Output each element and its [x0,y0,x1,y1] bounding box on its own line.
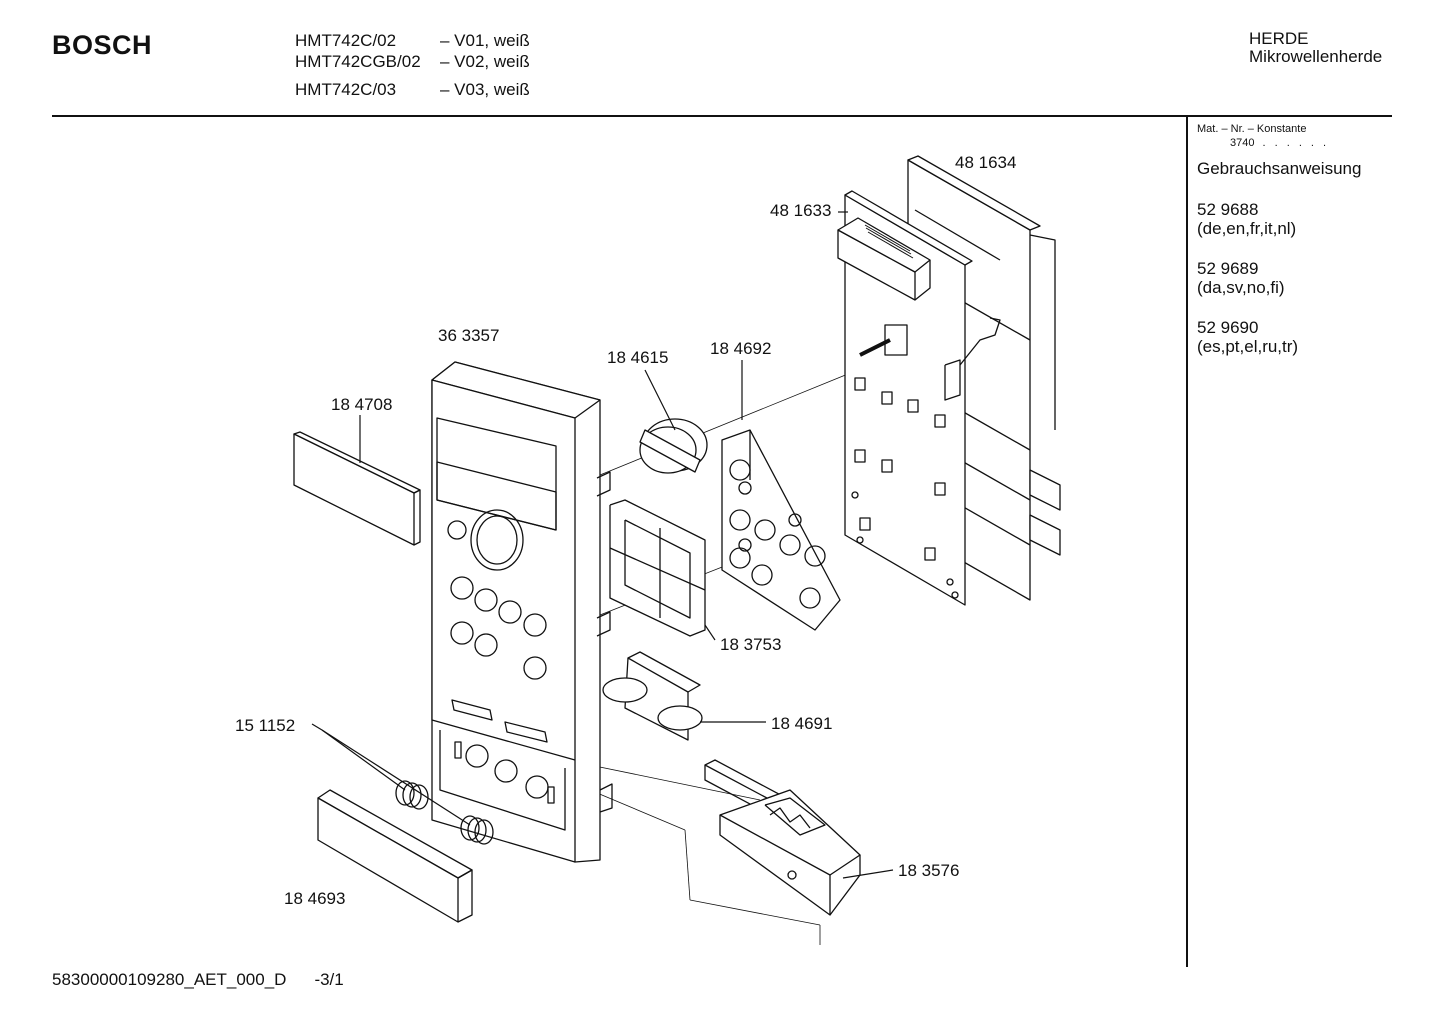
part-label: 18 4708 [331,395,392,414]
document-languages: (de,en,fr,it,nl) [1197,219,1297,238]
part-label: 18 4693 [284,889,345,908]
model-variant: – V03, weiß [440,80,530,99]
sidebar: Mat. – Nr. – Konstante 3740 . . . . . . G… [1197,123,1361,356]
page-number: -3/1 [314,970,344,989]
model-variant: – V02, weiß [440,52,530,71]
part-label: 18 4615 [607,348,668,367]
model-code: HMT742CGB/02 [295,52,421,71]
part-label: 18 4691 [771,714,832,733]
model-list: HMT742C/02 – V01, weiß HMT742CGB/02 – V0… [295,30,530,100]
mat-number-value: 3740 [1230,137,1255,149]
model-variant: – V01, weiß [440,31,530,50]
part-label: 18 4692 [710,339,771,358]
model-row: HMT742CGB/02 – V02, weiß [295,51,530,72]
document-id: 58300000109280_AET_000_D [52,970,287,989]
panel-buttons [447,520,547,680]
part-184693-button-cover [317,789,473,923]
category-subtitle: Mikrowellenherde [1249,47,1383,66]
model-code: HMT742C/03 [295,80,397,99]
part-label: 36 3357 [438,326,499,345]
model-row: HMT742C/03 – V03, weiß [295,79,530,100]
part-184708-window [293,431,421,546]
part-label: 48 1633 [770,201,831,220]
document-languages: (es,pt,el,ru,tr) [1197,337,1299,356]
manual-document: 52 9689 (da,sv,no,fi) [1197,259,1361,297]
document-number: 52 9689 [1197,259,1259,278]
brand-logo: BOSCH [52,30,153,60]
leader-lines [311,211,894,879]
manual-document: 52 9688 (de,en,fr,it,nl) [1197,200,1361,238]
part-184615-knob [639,418,708,474]
footer: 58300000109280_AET_000_D -3/1 [52,970,344,990]
document-languages: (da,sv,no,fi) [1197,278,1285,297]
manual-document: 52 9690 (es,pt,el,ru,tr) [1197,318,1361,356]
part-label: 18 3576 [898,861,959,880]
part-184692-keypad-carrier [721,429,841,631]
part-label: 15 1152 [235,716,295,735]
part-label: 48 1634 [955,153,1016,172]
header-divider [52,115,1392,117]
part-151152-springs [395,780,494,845]
manual-title: Gebrauchsanweisung [1197,159,1362,178]
sidebar-divider [1186,117,1188,967]
pcb-switches [854,377,946,561]
part-363357-front-panel [431,361,613,863]
part-label: 18 3753 [720,635,781,654]
mat-number: 3740 . . . . . . [1230,136,1361,150]
model-code: HMT742C/02 [295,31,397,50]
part-481633-pcb [837,190,1001,606]
mat-number-label: Mat. – Nr. – Konstante [1197,123,1307,135]
part-183576-lever [704,759,861,916]
part-183753-frame [609,499,706,637]
product-category: HERDE Mikrowellenherde [1249,30,1382,66]
category-title: HERDE [1249,29,1309,48]
mat-number-dots: . . . . . . [1262,137,1330,149]
document-number: 52 9690 [1197,318,1259,337]
document-number: 52 9688 [1197,200,1259,219]
part-184691-rocker-keys [602,651,703,741]
keypad-buttons [729,459,826,609]
model-row: HMT742C/02 – V01, weiß [295,30,530,51]
